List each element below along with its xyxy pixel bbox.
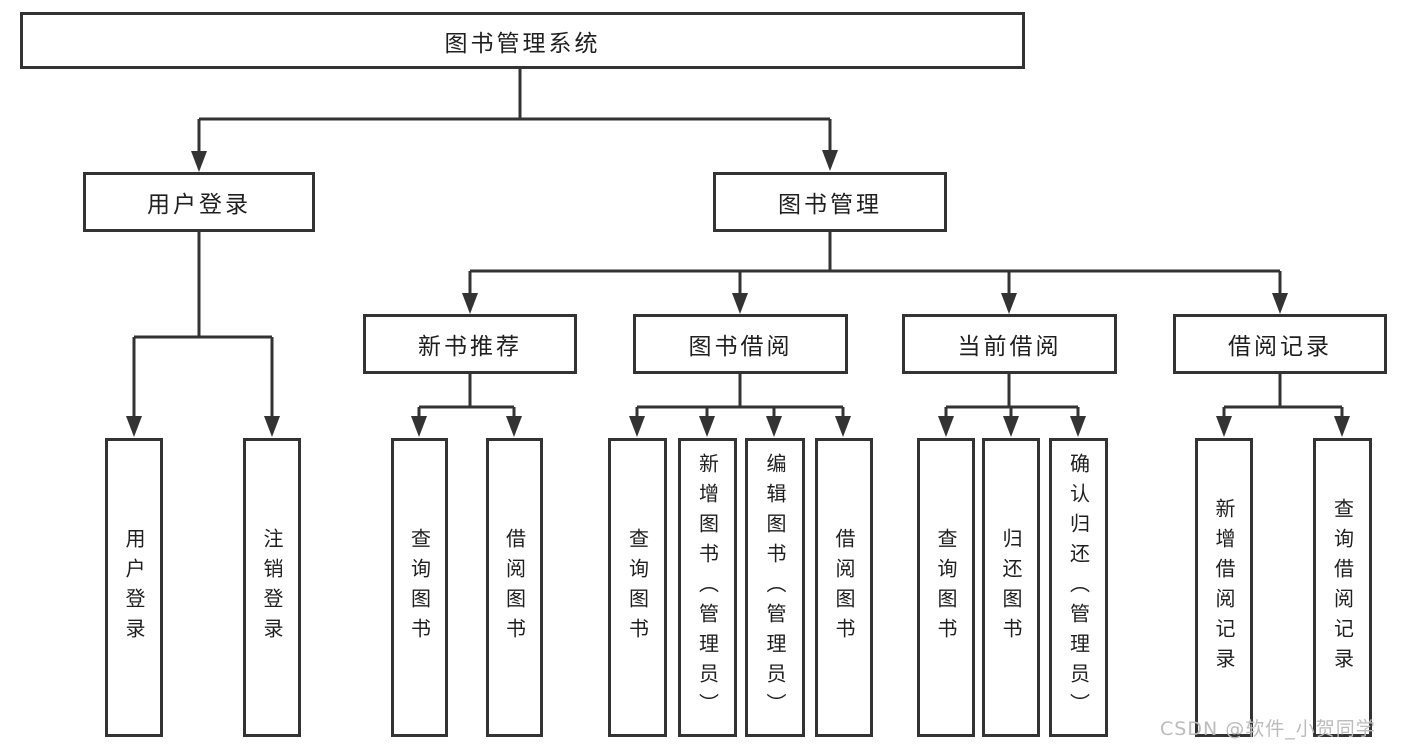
watermark: CSDN @软件_小贺同学 [1160, 718, 1376, 740]
arrowhead-icons [126, 150, 1350, 437]
leaf-newbook-borrow-label: 借阅图书 [502, 527, 527, 648]
leaf-user-login-label: 用户登录 [122, 527, 146, 648]
node-current-borrow: 当前借阅 [902, 314, 1117, 374]
leaf-records-query-label: 查询借阅记录 [1330, 497, 1355, 678]
leaf-current-query: 查询图书 [917, 438, 975, 737]
leaf-borrow-edit: 编辑图书（管理员） [745, 438, 805, 737]
node-new-book-recommend-label: 新书推荐 [418, 334, 522, 360]
leaf-user-login: 用户登录 [105, 438, 163, 737]
leaf-logout: 注销登录 [243, 438, 301, 737]
node-root: 图书管理系统 [20, 12, 1025, 69]
leaf-current-query-label: 查询图书 [934, 527, 958, 648]
leaf-newbook-query-label: 查询图书 [407, 527, 432, 648]
node-user-login-label: 用户登录 [147, 192, 251, 218]
leaf-records-query: 查询借阅记录 [1313, 438, 1372, 737]
leaf-newbook-borrow: 借阅图书 [486, 438, 543, 737]
leaf-borrow-edit-label: 编辑图书（管理员） [763, 452, 787, 723]
leaf-borrow-query: 查询图书 [608, 438, 667, 737]
leaf-records-add-label: 新增借阅记录 [1212, 497, 1236, 678]
leaf-newbook-query: 查询图书 [391, 438, 448, 737]
leaf-current-return: 归还图书 [982, 438, 1040, 737]
node-new-book-recommend: 新书推荐 [363, 314, 577, 374]
node-book-borrow-label: 图书借阅 [688, 334, 793, 360]
node-book-management: 图书管理 [713, 172, 947, 232]
node-current-borrow-label: 当前借阅 [957, 334, 1062, 360]
leaf-current-confirm-return: 确认归还（管理员） [1049, 438, 1108, 737]
leaf-borrow-query-label: 查询图书 [625, 527, 650, 648]
leaf-borrow-borrow: 借阅图书 [815, 438, 873, 737]
node-root-label: 图书管理系统 [444, 30, 601, 57]
node-book-management-label: 图书管理 [778, 192, 882, 218]
tree-edges [132, 69, 1344, 431]
leaf-borrow-add: 新增图书（管理员） [678, 438, 737, 737]
leaf-current-return-label: 归还图书 [999, 527, 1023, 648]
leaf-borrow-borrow-label: 借阅图书 [832, 527, 856, 648]
node-borrow-records: 借阅记录 [1173, 314, 1387, 374]
leaf-borrow-add-label: 新增图书（管理员） [695, 452, 720, 723]
node-book-borrow: 图书借阅 [633, 314, 848, 374]
node-user-login: 用户登录 [83, 172, 315, 232]
leaf-logout-label: 注销登录 [260, 527, 284, 648]
leaf-records-add: 新增借阅记录 [1195, 438, 1253, 737]
node-borrow-records-label: 借阅记录 [1228, 334, 1332, 360]
leaf-current-confirm-return-label: 确认归还（管理员） [1066, 452, 1091, 723]
